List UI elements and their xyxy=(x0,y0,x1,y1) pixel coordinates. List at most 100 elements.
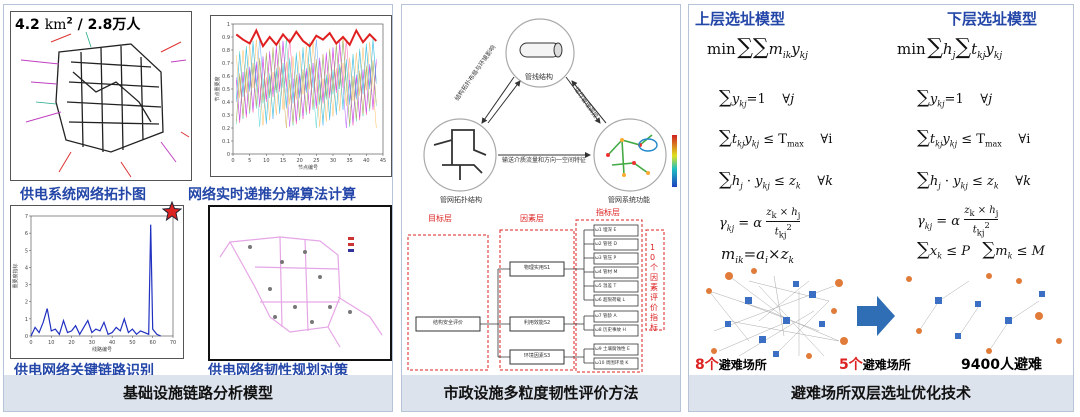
resilience-map-drawing xyxy=(219,236,383,348)
y-tick-label: 0.5 xyxy=(222,87,230,93)
y-tick-label: 0.3 xyxy=(222,113,230,119)
x-tick-label: 0 xyxy=(29,340,32,346)
upper-objective: min ∑∑mikykj xyxy=(707,35,808,61)
x-tick-label: 30 xyxy=(89,340,95,346)
label-topology: 供电系统网络拓扑图 xyxy=(20,187,146,203)
shelter-network-comparison xyxy=(706,268,1062,359)
y-tick-label: 2 xyxy=(25,300,28,306)
y-tick-label: 0 xyxy=(25,334,28,340)
layer-target: 目标层 xyxy=(428,214,452,223)
y-tick-label: 0.1 xyxy=(222,139,230,145)
y-tick-label: 1 xyxy=(227,22,230,28)
y-tick-label: 5 xyxy=(25,248,28,254)
factor-3: 环境因素S3 xyxy=(523,353,551,359)
count-before: 8个避难场所 xyxy=(695,357,767,373)
indicator: ω7 管龄 A xyxy=(595,314,617,319)
x-tick-label: 15 xyxy=(280,158,286,164)
label-algorithm: 网络实时递推分解算法计算 xyxy=(188,187,356,203)
lower-c1: ∑ykj=1 ∀j xyxy=(917,87,993,109)
x-tick-label: 20 xyxy=(68,340,74,346)
node-topo-label: 管网拓扑结构 xyxy=(440,196,482,204)
x-tick-label: 10 xyxy=(48,340,54,346)
panel1-title: 基础设施链路分析模型 xyxy=(4,375,392,411)
lower-c2: ∑tkjykj ≤ Tmax ∀i xyxy=(917,127,1031,149)
y-tick-label: 0.8 xyxy=(222,48,230,54)
arrow-right-icon xyxy=(857,296,895,336)
node-pipe-label: 管线结构 xyxy=(525,73,553,81)
y-tick-label: 0.2 xyxy=(222,126,230,132)
node-func-label: 管网系统功能 xyxy=(608,196,650,204)
resilience-plan-map xyxy=(208,205,392,361)
panel2-title: 市政设施多粒度韧性评价方法 xyxy=(402,375,680,411)
lower-model-title: 下层选址模型 xyxy=(947,10,1038,28)
x-tick-label: 5 xyxy=(248,158,251,164)
x-axis-label: 节点编号 xyxy=(298,164,318,171)
y-tick-label: 0.4 xyxy=(222,100,230,106)
people-count: 9400人避难 xyxy=(961,357,1042,373)
x-axis-label: 线路编号 xyxy=(92,346,112,353)
indicator: ω3 管压 P xyxy=(595,256,617,261)
indicator: ω1 埋深 E xyxy=(595,228,617,233)
y-tick-label: 0.9 xyxy=(222,35,230,41)
indicator: ω2 管径 D xyxy=(595,242,617,247)
x-tick-label: 10 xyxy=(263,158,269,164)
root-label: 结构安全评价 xyxy=(432,320,463,326)
series-line-bg xyxy=(236,40,377,129)
indicator: ω9 土壤腐蚀性 E xyxy=(595,347,630,352)
count-after: 5个避难场所 xyxy=(839,357,911,373)
factor-1: 物理实用S1 xyxy=(523,265,551,271)
x-tick-label: 25 xyxy=(313,158,319,164)
x-tick-label: 30 xyxy=(330,158,336,164)
edge-bottom-label: 输送介质流量和方向一空间特征 xyxy=(502,157,587,164)
panel3-title: 避难场所双层选址优化技术 xyxy=(689,375,1073,411)
panel-shelter-location: 上层选址模型 下层选址模型 min ∑∑mikykj ∑ykj=1 ∀j ∑tk… xyxy=(688,4,1074,412)
y-axis-label: 重要度指标 xyxy=(12,263,19,288)
indicator: ω8 历史事故 H xyxy=(595,328,626,333)
x-tick-label: 45 xyxy=(380,158,386,164)
upper-c3: ∑hj · ykj ≤ zk ∀k xyxy=(719,169,833,191)
x-tick-label: 60 xyxy=(150,340,156,346)
series-line-bg xyxy=(236,38,377,129)
layer-index: 指标层 xyxy=(596,208,620,217)
upper-c2: ∑tkjykj ≤ Tmax ∀i xyxy=(719,127,833,149)
indicator: ω6 超限荷载 L xyxy=(595,298,625,303)
lower-c5: ∑xk ≤ P ∑mk ≤ M xyxy=(917,239,1045,261)
plot-frame xyxy=(30,215,174,337)
x-tick-label: 40 xyxy=(363,158,369,164)
lower-objective: min ∑hj∑tkjykj xyxy=(897,35,1003,61)
indicator: ω5 温差 T xyxy=(595,284,617,289)
series-line-bg xyxy=(236,38,377,129)
upper-c1: ∑ykj=1 ∀j xyxy=(719,87,795,109)
x-tick-label: 40 xyxy=(109,340,115,346)
resilience-diagram xyxy=(407,18,677,373)
x-tick-label: 0 xyxy=(231,158,234,164)
upper-c5: mik=ai×zk xyxy=(721,245,794,266)
series-line xyxy=(235,28,378,49)
y-tick-label: 0.6 xyxy=(222,74,230,80)
grid-map-drawing xyxy=(20,31,190,178)
series-line-bg xyxy=(236,39,377,129)
x-tick-label: 20 xyxy=(296,158,302,164)
upper-model-title: 上层选址模型 xyxy=(695,10,786,28)
star-icon xyxy=(162,201,182,221)
y-axis-label: 节点重要度 xyxy=(214,76,221,101)
layer-factor: 因素层 xyxy=(520,214,544,223)
factor-2: 利用效能S2 xyxy=(523,320,551,326)
x-tick-label: 50 xyxy=(129,340,135,346)
side-note: 10个因素评价指标 xyxy=(650,243,658,332)
series-line xyxy=(30,224,162,337)
y-tick-label: 7 xyxy=(25,214,28,220)
indicator: ω4 管材 M xyxy=(595,270,618,275)
power-grid-map: 4.2 km2 / 2.8万人 xyxy=(10,11,192,181)
pipe-topology-circle xyxy=(423,118,497,192)
y-tick-label: 0.7 xyxy=(222,61,230,67)
lower-c3: ∑hj · ykj ≤ zk ∀k xyxy=(917,169,1031,191)
y-tick-label: 1 xyxy=(25,317,28,323)
panel-resilience-eval: 管线结构 管网拓扑结构 管网系统功能 结构拓扑布局与环境影响 运行管理调控 输送… xyxy=(401,4,681,412)
